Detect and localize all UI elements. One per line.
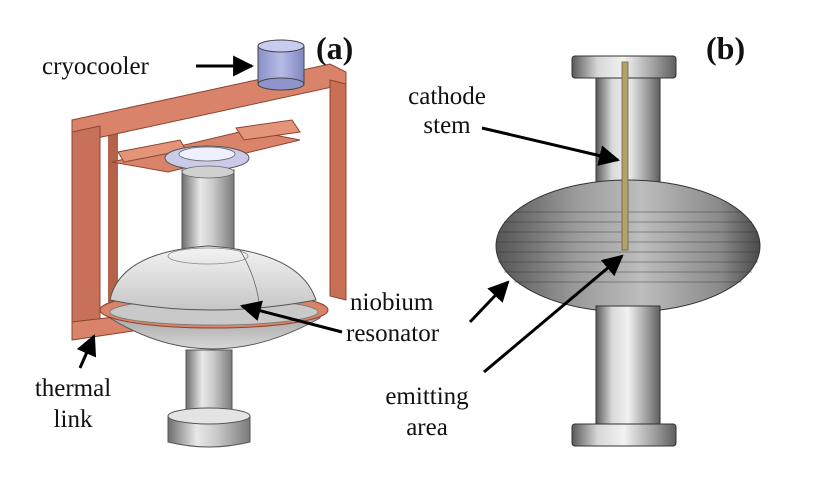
annotation-arrows [76,55,624,374]
label-thermal-link: thermal link [14,376,132,432]
arrow-niobium-resonator [239,300,343,334]
b-cavity-rings [496,211,760,283]
arrow-cathode-stem [481,126,621,166]
copper-frame-right [329,79,347,301]
label-niobium-resonator: niobium resonator [346,290,439,346]
resonator-upper [109,245,317,311]
lower-neck [185,349,233,415]
panel-label-a: (a) [316,30,354,66]
label-niobium-line2: resonator [346,320,440,347]
b-cathode-stem [621,61,629,251]
copper-frame-left [71,125,101,337]
b-bottom-flange [571,423,677,447]
arrow-thermal-link [76,334,97,369]
label-emitting-line1: emitting [385,383,469,410]
arrow-niobium-right [468,280,510,324]
label-thermal-line1: thermal [34,375,112,402]
label-emitting-line2: area [406,414,448,441]
copper-cross-tab-right [235,119,301,141]
label-cryocooler: cryocooler [42,53,149,80]
label-cathode-stem: cathode stem [384,84,510,138]
label-emitting-area: emitting area [364,384,490,440]
panel-b-drawing [495,55,761,447]
arrow-emitting-area [483,254,624,374]
copper-frame-back-left [108,118,118,326]
bottom-flange [167,415,251,448]
upper-neck [181,169,235,255]
b-bottom-pipe [595,305,661,425]
label-cathode-line2: stem [423,112,471,139]
label-cathode-line1: cathode [408,83,486,110]
label-thermal-line2: link [53,406,93,433]
panel-a-drawing [71,39,347,448]
panel-label-b: (b) [706,30,746,66]
label-niobium-line1: niobium [350,289,434,316]
